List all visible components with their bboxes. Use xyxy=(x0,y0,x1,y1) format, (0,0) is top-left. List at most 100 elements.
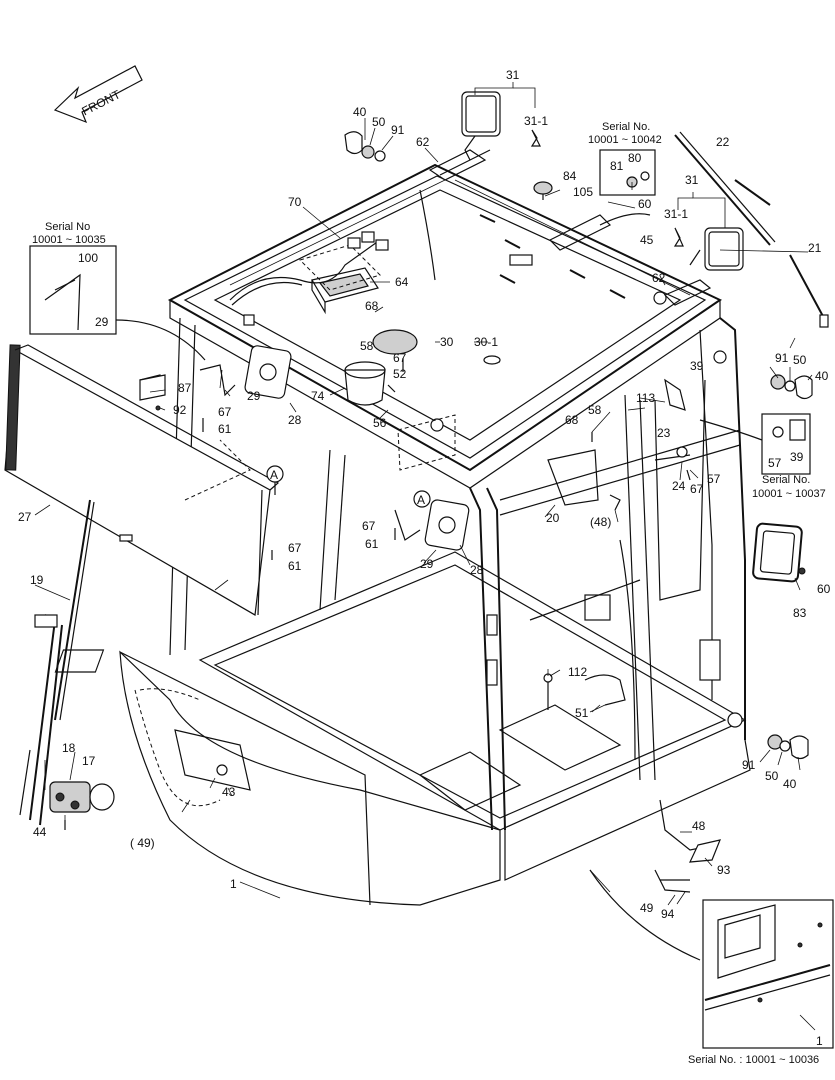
front-arrow-icon: FRONT xyxy=(53,65,143,124)
callout-1: 1 xyxy=(816,1034,823,1048)
callout-31: 31 xyxy=(506,68,520,82)
callout-91: 91 xyxy=(775,351,789,365)
wire-harness xyxy=(229,149,651,326)
callout-50: 50 xyxy=(372,115,386,129)
front-wiper xyxy=(19,499,95,826)
callout-30: 30 xyxy=(440,335,454,349)
marker-a-label: A xyxy=(417,493,425,507)
cap-set-upper xyxy=(770,374,813,400)
detail-inset-bottom xyxy=(589,869,834,1049)
callout-39: 39 xyxy=(690,359,704,373)
callout-57: 57 xyxy=(707,472,721,486)
callout-40: 40 xyxy=(815,369,829,383)
callouts: 31 31-1 40 50 91 62 22 80 81 84 31 105 6… xyxy=(18,68,831,1048)
detail-inset-right xyxy=(699,413,811,475)
serial-range: 10001 ~ 10037 xyxy=(752,488,826,500)
callout-28: 28 xyxy=(288,413,302,427)
callout-21: 21 xyxy=(808,241,822,255)
beacon-knob xyxy=(533,181,553,200)
serial-range: 10001 ~ 10035 xyxy=(32,234,106,246)
callout-29: 29 xyxy=(420,557,434,571)
callout-29: 29 xyxy=(247,389,261,403)
callout-70: 70 xyxy=(288,195,302,209)
callout-19: 19 xyxy=(30,573,44,587)
callout-112: 112 xyxy=(568,665,587,679)
sunshade xyxy=(4,344,280,616)
callout-17: 17 xyxy=(82,754,96,768)
callout-39: 39 xyxy=(790,450,804,464)
callout-67: 67 xyxy=(690,482,704,496)
callout-92: 92 xyxy=(173,403,187,417)
callout-74: 74 xyxy=(311,389,325,403)
lower-bracket xyxy=(654,799,721,893)
callout-31-1: 31-1 xyxy=(524,114,548,128)
serial-title: Serial No. xyxy=(762,474,810,486)
cap-set-lower xyxy=(767,734,809,760)
callout-61: 61 xyxy=(218,422,232,436)
radio-unit xyxy=(299,244,381,315)
callout-100: 100 xyxy=(78,251,98,265)
callout-30-1: 30-1 xyxy=(474,335,498,349)
callout-24: 24 xyxy=(672,479,686,493)
callout-28: 28 xyxy=(470,563,484,577)
callout-67: 67 xyxy=(362,519,376,533)
callout-40: 40 xyxy=(783,777,797,791)
callout-20: 20 xyxy=(546,511,560,525)
panel-43 xyxy=(174,729,251,791)
wiper-motor xyxy=(49,781,115,830)
serial-box-right: Serial No. 10001 ~ 10037 xyxy=(752,474,826,500)
callout-84: 84 xyxy=(563,169,577,183)
callout-94: 94 xyxy=(661,907,675,921)
work-lamp-front xyxy=(461,91,541,161)
serial-box-top-right: Serial No. 10001 ~ 10042 xyxy=(588,121,662,146)
bracket-87 xyxy=(139,374,166,411)
front-rail xyxy=(428,149,712,306)
serial-bottom: Serial No. : 10001 ~ 10036 xyxy=(688,1054,819,1066)
rear-window-panel xyxy=(752,522,803,583)
roof-slots xyxy=(479,214,626,299)
callout-68: 68 xyxy=(565,413,579,427)
callout-61: 61 xyxy=(365,537,379,551)
callout-31-1: 31-1 xyxy=(664,207,688,221)
speaker xyxy=(344,361,386,406)
callout-62: 62 xyxy=(652,271,666,285)
callout-49: 49 xyxy=(640,901,654,915)
callout-61: 61 xyxy=(288,559,302,573)
mirror-right xyxy=(394,499,470,551)
screws xyxy=(202,358,806,575)
callout-64: 64 xyxy=(395,275,409,289)
callout-60: 60 xyxy=(638,197,652,211)
callout-83: 83 xyxy=(793,606,807,620)
callout-1: 1 xyxy=(230,877,237,891)
serial-box-top-left: Serial No 10001 ~ 10035 xyxy=(32,221,106,246)
callout-113: 113 xyxy=(636,391,655,405)
callout-45: 45 xyxy=(640,233,654,247)
callout-87: 87 xyxy=(178,381,192,395)
serial-range: 10001 ~ 10042 xyxy=(588,134,662,146)
callout-91: 91 xyxy=(742,758,756,772)
callout-52: 52 xyxy=(393,367,407,381)
callout-60: 60 xyxy=(817,582,831,596)
rear-hardware xyxy=(486,378,721,686)
marker-a-2: A xyxy=(413,490,431,508)
callout-22: 22 xyxy=(716,135,730,149)
callout-50: 50 xyxy=(765,769,779,783)
callout-40: 40 xyxy=(353,105,367,119)
callout-68: 68 xyxy=(365,299,379,313)
callout-29: 29 xyxy=(95,315,109,329)
detail-inset-topleft xyxy=(29,245,206,361)
rear-wiper xyxy=(674,131,829,328)
callout-23: 23 xyxy=(657,426,671,440)
callout-51: 51 xyxy=(575,706,589,720)
cap-set-top xyxy=(344,131,386,162)
callout-44: 44 xyxy=(33,825,47,839)
work-lamp-rear xyxy=(673,227,744,271)
callout-50: 50 xyxy=(793,353,807,367)
callout-57: 57 xyxy=(768,456,782,470)
callout-93: 93 xyxy=(717,863,731,877)
detail-inset-topright xyxy=(599,149,656,196)
callout-18: 18 xyxy=(62,741,76,755)
callout-56: 56 xyxy=(373,416,387,430)
mirror-left xyxy=(139,345,292,399)
